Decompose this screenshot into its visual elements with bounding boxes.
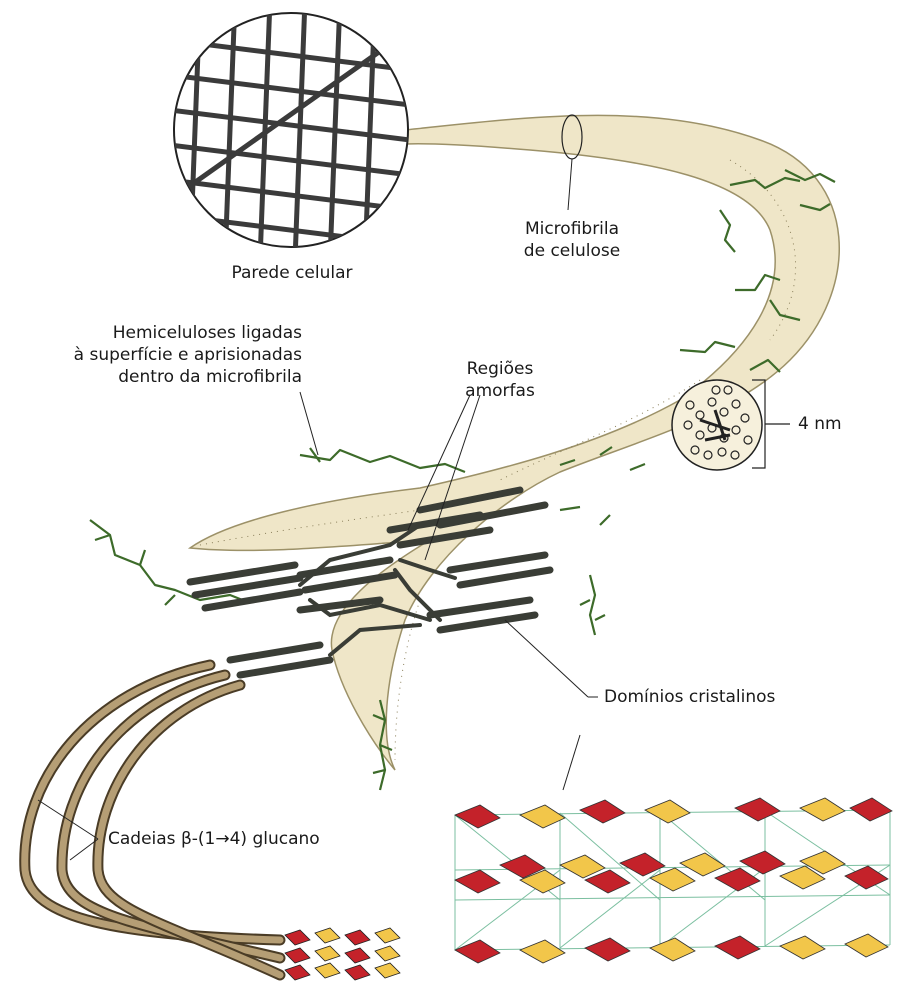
cell-wall-mesh-icon <box>170 0 410 260</box>
microfibril-label: Microfibrila de celulose <box>502 218 642 262</box>
microfibril-cross-section-icon <box>672 380 762 470</box>
cellulose-crystal-lattice-icon <box>455 798 892 963</box>
glucan-chains-label: Cadeias β-(1→4) glucano <box>108 828 320 850</box>
hemicellulose-leader <box>300 392 318 455</box>
glucan-chains <box>25 665 280 975</box>
crystalline-leader <box>505 620 588 697</box>
crystalline-domains-label: Domínios cristalinos <box>604 686 775 708</box>
amorphous-regions-label: Regiões amorfas <box>445 358 555 402</box>
microfibril-leader <box>568 159 572 210</box>
hemicellulose-label: Hemiceluloses ligadas à superfície e apr… <box>2 322 302 388</box>
size-label: 4 nm <box>798 413 842 435</box>
glucan-sugar-ends <box>285 928 400 980</box>
lattice-leader <box>563 735 580 790</box>
cell-wall-label: Parede celular <box>222 262 362 284</box>
